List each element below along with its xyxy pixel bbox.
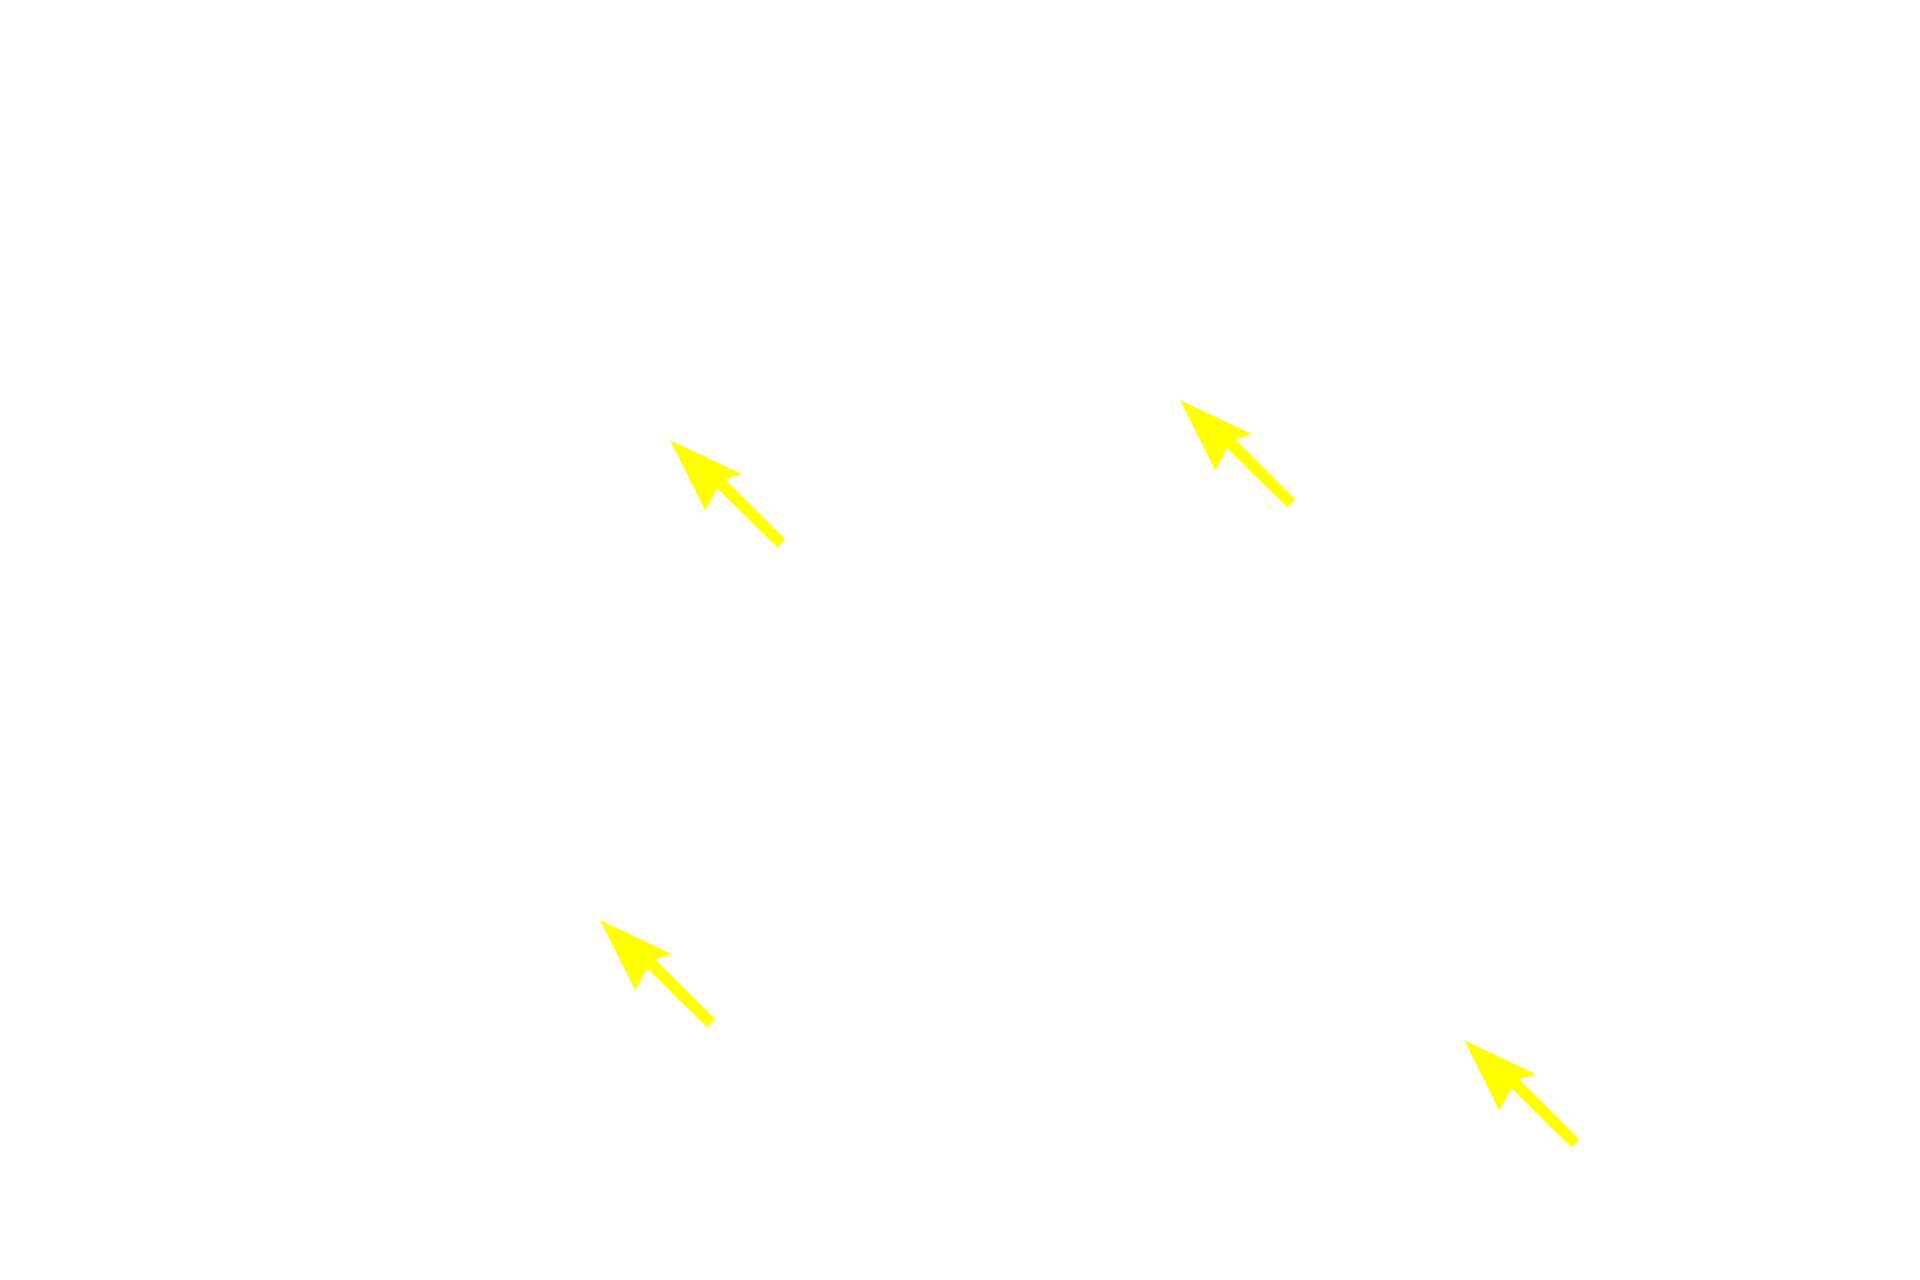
arrow-up-left-icon (1180, 400, 1300, 520)
arrow-3-graphic (600, 920, 715, 1027)
arrow-up-left-icon (600, 920, 720, 1040)
arrow-1-graphic (670, 440, 785, 547)
arrow-up-left-icon (670, 440, 790, 560)
arrow-up-left-icon (1464, 1040, 1584, 1160)
arrow-4-graphic (1464, 1040, 1579, 1147)
arrow-2-graphic (1180, 400, 1295, 507)
